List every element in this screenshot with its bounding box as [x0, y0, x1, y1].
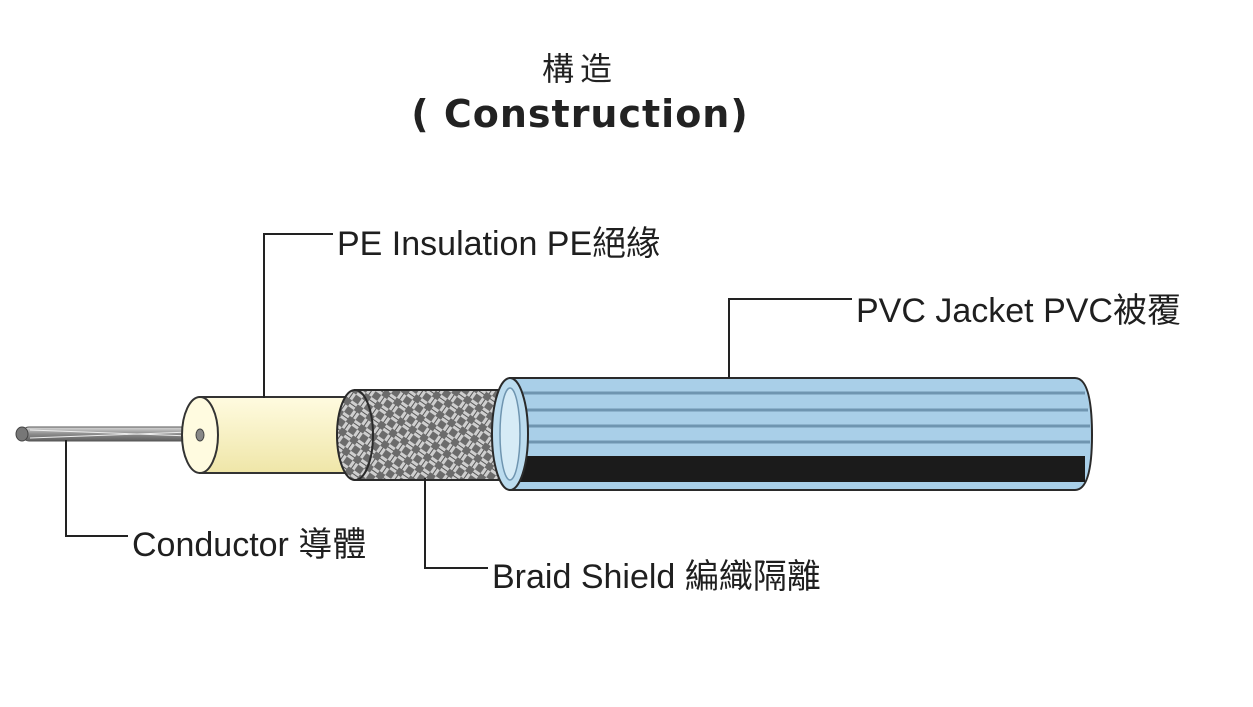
leader-lines [65, 233, 852, 569]
leader-pe-insulation [263, 233, 333, 398]
leader-conductor [65, 440, 128, 537]
pe-insulation [181, 396, 361, 474]
label-conductor: Conductor 導體 [132, 526, 367, 564]
label-pe-insulation: PE Insulation PE絕緣 [337, 225, 661, 263]
title-chinese: 構造 [541, 50, 618, 88]
leader-braid-shield [424, 478, 488, 569]
leader-pvc-jacket [728, 298, 852, 378]
label-pvc-jacket: PVC Jacket PVC被覆 [856, 292, 1181, 330]
braid-shield [336, 389, 516, 481]
pvc-jacket [491, 377, 1094, 491]
conductor [15, 426, 203, 442]
title-english: ( Construction) [411, 92, 749, 136]
label-braid-shield: Braid Shield 編織隔離 [492, 558, 821, 596]
